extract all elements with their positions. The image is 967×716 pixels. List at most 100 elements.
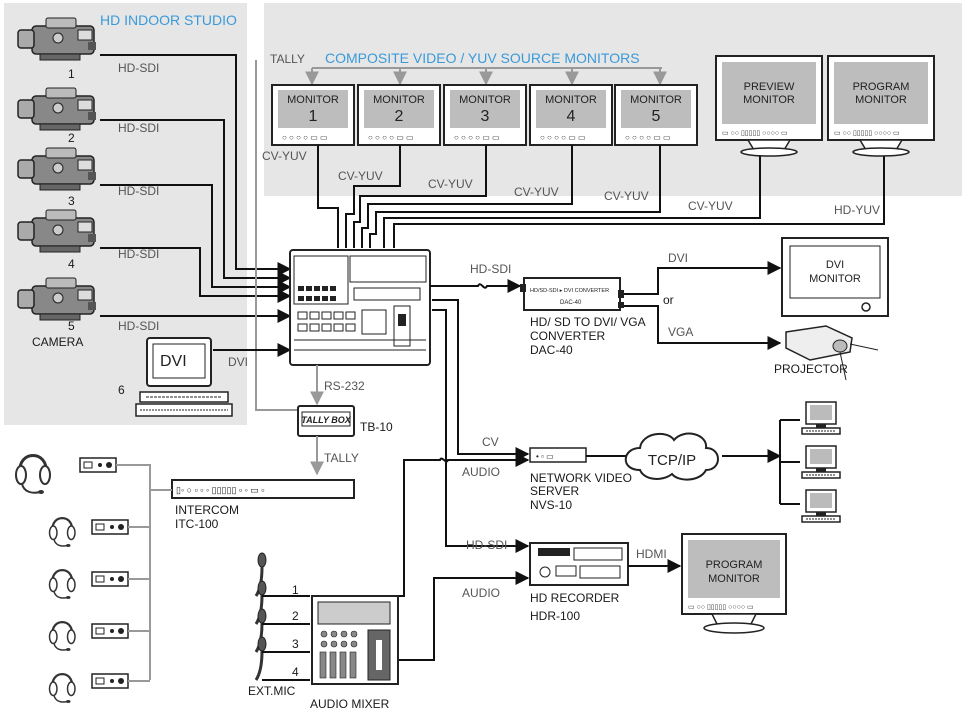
preview-monitor-line2: MONITOR: [743, 94, 795, 106]
hd-yuv-label: HD-YUV: [834, 203, 880, 217]
headset-icon: [48, 517, 77, 549]
program-monitor-bottom: PROGRAM MONITOR ▭ ○○ ▯▯▯▯▯ ○○○○ ▭: [681, 533, 787, 634]
cv-yuv-label-4: CV-YUV: [514, 185, 559, 199]
camera-label: CAMERA: [32, 335, 83, 349]
nvs-line3: NVS-10: [530, 498, 572, 512]
dac-face-top: HD/SD-SDI ▸ DVI CONVERTER: [530, 288, 609, 294]
source-monitor-4: MONITOR 4 ○ ○ ○ ○ ▭ ▭: [529, 84, 613, 146]
preview-monitor: PREVIEW MONITOR ▭ ○○ ▯▯▯▯▯ ○○○○ ▭: [715, 55, 823, 157]
tally-box: TALLY BOX: [297, 405, 355, 437]
camera-number: 2: [68, 131, 75, 145]
nvs-audio-label: AUDIO: [462, 465, 500, 479]
beltpack-icon: [91, 519, 129, 535]
hd-recorder: [529, 542, 629, 586]
monitor-controls: ▭ ○○ ▯▯▯▯▯ ○○○○ ▭: [688, 604, 754, 611]
source-monitor-1: MONITOR 1 ○ ○ ○ ○ ▭ ▭: [271, 84, 355, 146]
intercom-line1: INTERCOM: [175, 503, 239, 517]
audio-mixer: [311, 595, 399, 685]
cv-yuv-label-2: CV-YUV: [338, 169, 383, 183]
monitor-controls: ○ ○ ○ ○ ▭ ▭: [454, 133, 500, 142]
computer-icon: [801, 489, 841, 523]
mic-3-label: 3: [292, 637, 299, 651]
tcpip-cloud: TCP/IP: [624, 432, 719, 481]
client-wires: [779, 419, 800, 505]
camera-wires: [100, 54, 298, 411]
cv-yuv-label-5: CV-YUV: [604, 189, 649, 203]
source-monitor-2: MONITOR 2 ○ ○ ○ ○ ▭ ▭: [357, 84, 441, 146]
camera-4: 4 HD-SDI: [17, 209, 159, 271]
tally-box-face: TALLY BOX: [301, 415, 351, 425]
hdsdi-to-dac-wire: [430, 279, 522, 293]
projector: [785, 325, 879, 381]
monitor-controls: ▭ ○○ ▯▯▯▯▯ ○○○○ ▭: [834, 130, 900, 137]
vga-out-label: VGA: [668, 325, 693, 339]
monitor-label: MONITOR: [545, 94, 597, 106]
monitor-number: 3: [481, 108, 490, 125]
switcher-output-wires: [398, 299, 530, 661]
camera-3: 3 HD-SDI: [17, 147, 159, 208]
dac-vga-wire: [624, 305, 782, 350]
or-text: or: [663, 293, 674, 307]
recorder-audio-label: AUDIO: [462, 586, 500, 600]
headset-icon: [48, 621, 77, 653]
computer-icon: [801, 445, 841, 479]
camera-signal-label: HD-SDI: [118, 247, 159, 261]
monitor-number: 2: [395, 108, 404, 125]
beltpack-icon: [91, 673, 129, 689]
nvs-line2: SERVER: [530, 484, 579, 498]
dvi-computer: DVI 6: [118, 337, 233, 417]
video-switcher: [289, 249, 431, 366]
monitor-label: MONITOR: [459, 94, 511, 106]
cv-yuv-label-1: CV-YUV: [262, 149, 307, 163]
studio-title: HD INDOOR STUDIO: [100, 12, 237, 28]
cv-yuv-label-6: CV-YUV: [688, 199, 733, 213]
camera-signal-label: HD-SDI: [118, 121, 159, 135]
dac-face-label: DAC-40: [560, 300, 582, 306]
rs232-label: RS-232: [324, 379, 365, 393]
network-video-server: • ▫ ▭: [529, 447, 587, 463]
beltpack-icon: [91, 623, 129, 639]
camera-number: 1: [68, 67, 75, 81]
monitor-number: 1: [309, 108, 318, 125]
nvs-cv-label: CV: [482, 435, 499, 449]
monitor-controls: ▭ ○○ ▯▯▯▯▯ ○○○○ ▭: [722, 130, 788, 137]
tally-box-model: TB-10: [360, 420, 393, 434]
monitor-number: 5: [652, 108, 661, 125]
camera-number: 4: [68, 257, 75, 271]
tcpip-label: TCP/IP: [648, 452, 696, 469]
dac-line1: HD/ SD TO DVI/ VGA: [530, 315, 646, 329]
dac-line2: CONVERTER: [530, 329, 605, 343]
preview-monitor-line1: PREVIEW: [744, 81, 795, 93]
camera-number: 5: [68, 319, 75, 333]
dvi-out-label: DVI: [668, 251, 688, 265]
tally-drops: [305, 68, 667, 86]
mic-1-label: 1: [292, 583, 299, 597]
monitor-label: MONITOR: [630, 94, 682, 106]
program-monitor-bottom-line1: PROGRAM: [706, 559, 763, 571]
network-clients: [801, 401, 841, 523]
nvs-face: • ▫ ▭: [536, 452, 554, 461]
source-monitor-5: MONITOR 5 ○ ○ ○ ○ ▭ ▭: [614, 84, 698, 146]
intercom-unit: ▯◦ ○ ▫ ▫ ◦ ▯▯▯▯▯ ▫ ◦ ▭ ▫: [171, 479, 355, 499]
dvi-monitor-line2: MONITOR: [809, 273, 861, 285]
dac-line3: DAC-40: [530, 343, 573, 357]
ext-mic-label: EXT.MIC: [248, 684, 296, 698]
tally-label-top: TALLY: [270, 52, 305, 66]
recorder-sdi-label: HD-SDI: [466, 538, 507, 552]
dvi-signal-label: DVI: [228, 355, 248, 369]
dac-40-converter: HD/SD-SDI ▸ DVI CONVERTER DAC-40: [520, 277, 624, 311]
dvi-screen-text: DVI: [160, 353, 187, 370]
dvi-monitor-line1: DVI: [826, 259, 844, 271]
camera-signal-label: HD-SDI: [118, 319, 159, 333]
recorder-line2: HDR-100: [530, 609, 580, 623]
monitor-controls: ○ ○ ○ ○ ▭ ▭: [368, 133, 414, 142]
monitor-label: MONITOR: [373, 94, 425, 106]
camera-signal-label: HD-SDI: [118, 61, 159, 75]
hdsdi-to-dac-label: HD-SDI: [470, 262, 511, 276]
projector-label: PROJECTOR: [774, 362, 848, 376]
monitors-title: COMPOSITE VIDEO / YUV SOURCE MONITORS: [325, 50, 640, 66]
recorder-line1: HD RECORDER: [530, 591, 620, 605]
intercom-face: ▯◦ ○ ▫ ▫ ◦ ▯▯▯▯▯ ▫ ◦ ▭ ▫: [176, 485, 265, 495]
audio-mixer-label: AUDIO MIXER: [310, 697, 390, 711]
